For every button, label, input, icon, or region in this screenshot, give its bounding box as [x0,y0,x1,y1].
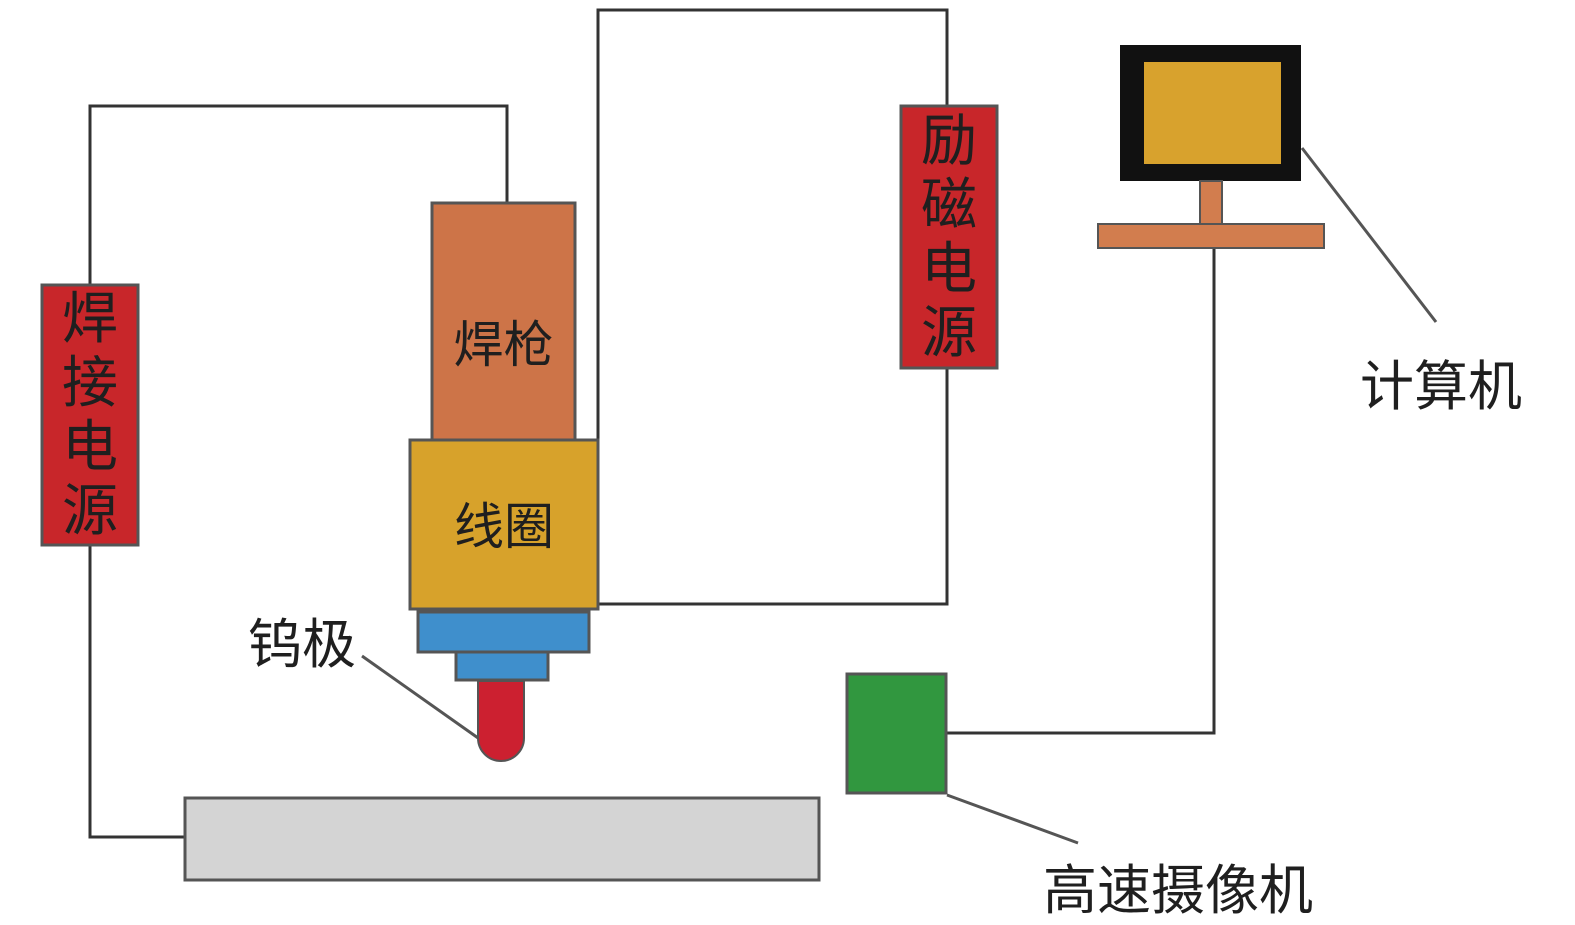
tungsten-label: 钨极 [248,613,356,676]
excitation-power-char-2: 磁 [921,173,977,238]
excitation-power-char-1: 励 [921,109,977,174]
coil-top-wire [596,8,949,440]
workpiece [183,796,821,882]
excitation-power-char-4: 源 [921,301,977,366]
nozzle-lower [454,650,550,682]
coil-box [408,438,600,611]
welding-power-box [40,283,140,547]
welding-power-char-1: 焊 [62,287,118,352]
tungsten-leader-line [361,654,489,747]
torch-box [430,201,577,442]
computer-label: 计算机 [1360,355,1522,418]
computer-screen [1144,62,1281,164]
welding-power-top-wire [88,104,509,285]
welding-power-bottom-wire [88,545,185,839]
torch-label: 焊枪 [453,316,554,374]
welding-power-char-4: 源 [62,479,118,544]
coil-bottom-wire [598,368,949,606]
tungsten-electrode [477,680,525,762]
nozzle-upper [416,610,591,654]
camera-computer-wire [947,248,1216,735]
camera-leader-line [946,793,1079,845]
welding-power-char-3: 电 [62,415,118,480]
computer-base [1097,223,1325,249]
welding-power-label: 焊 接 电 源 [40,288,140,544]
welding-power-char-2: 接 [62,351,118,416]
excitation-power-label: 励 磁 电 源 [899,110,999,366]
computer-leader-line [1300,147,1438,323]
excitation-power-char-3: 电 [921,237,977,302]
computer-neck [1199,180,1223,225]
high-speed-camera-box [845,672,948,795]
excitation-power-box [899,104,999,370]
camera-label: 高速摄像机 [1043,859,1313,922]
coil-label: 线圈 [454,498,554,556]
